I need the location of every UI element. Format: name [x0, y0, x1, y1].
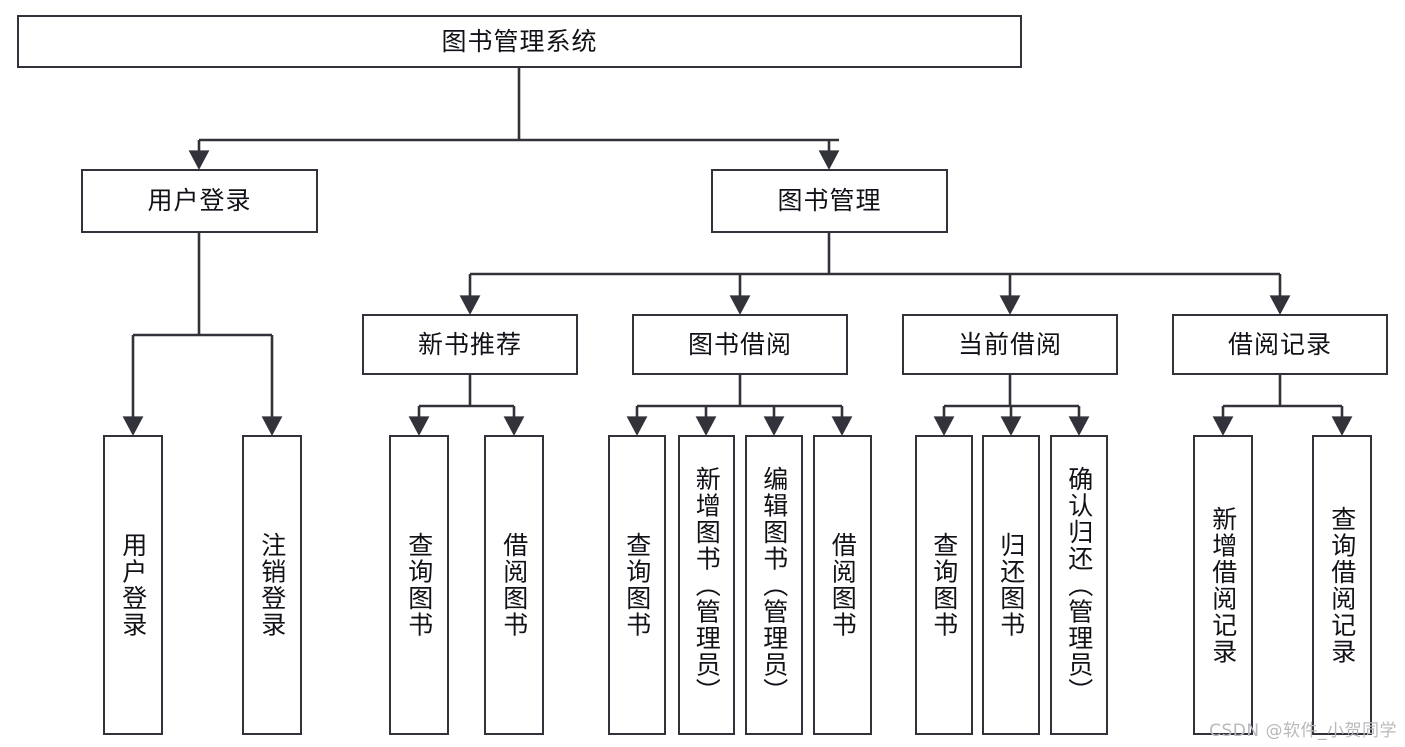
- node-leaf-borrow-book[interactable]: 借阅图书: [813, 435, 872, 735]
- node-leaf-borrow-book-recommend[interactable]: 借阅图书: [484, 435, 544, 735]
- node-leaf-confirm-return[interactable]: 确认归还（管理员）: [1050, 435, 1108, 735]
- node-book-manage[interactable]: 图书管理: [711, 169, 948, 233]
- node-leaf-return-book[interactable]: 归还图书: [982, 435, 1040, 735]
- watermark-text: CSDN @软件_小贺同学: [1209, 721, 1397, 741]
- node-root[interactable]: 图书管理系统: [17, 15, 1022, 68]
- node-user-login[interactable]: 用户登录: [81, 169, 318, 233]
- node-new-book-recommend[interactable]: 新书推荐: [362, 314, 578, 375]
- node-leaf-query-book-recommend[interactable]: 查询图书: [389, 435, 449, 735]
- node-current-borrow[interactable]: 当前借阅: [902, 314, 1118, 375]
- node-leaf-query-borrow-record[interactable]: 查询借阅记录: [1312, 435, 1372, 735]
- node-leaf-user-logout[interactable]: 注销登录: [242, 435, 302, 735]
- node-book-borrow[interactable]: 图书借阅: [632, 314, 848, 375]
- node-leaf-query-book-borrow[interactable]: 查询图书: [608, 435, 666, 735]
- node-leaf-user-login[interactable]: 用户登录: [103, 435, 163, 735]
- node-leaf-edit-book[interactable]: 编辑图书（管理员）: [745, 435, 803, 735]
- node-leaf-query-book-current[interactable]: 查询图书: [915, 435, 973, 735]
- node-leaf-add-borrow-record[interactable]: 新增借阅记录: [1193, 435, 1253, 735]
- node-borrow-record[interactable]: 借阅记录: [1172, 314, 1388, 375]
- node-leaf-add-book[interactable]: 新增图书（管理员）: [678, 435, 735, 735]
